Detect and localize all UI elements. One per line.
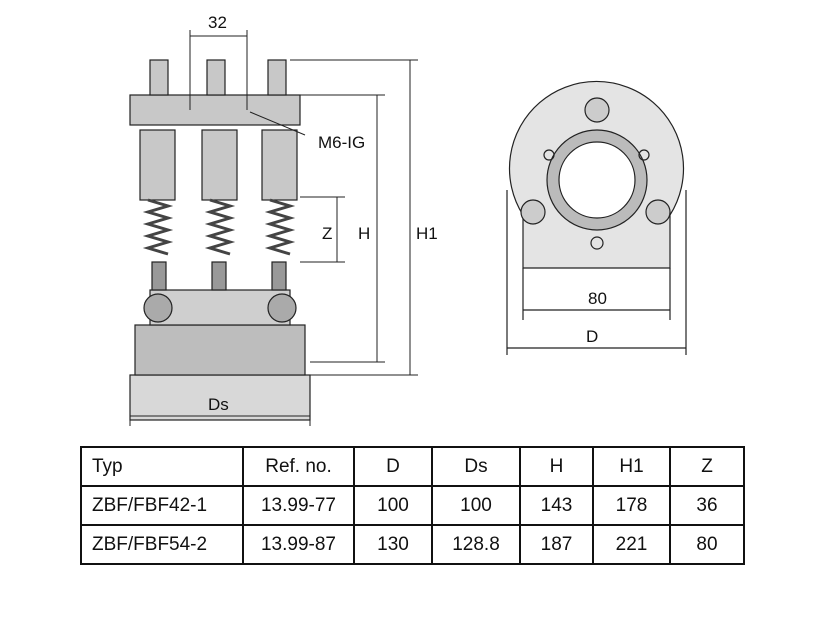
dimension-table: Typ Ref. no. D Ds H H1 Z ZBF/FBF42-1 13.… [80, 446, 745, 565]
cell-z: 36 [669, 485, 745, 526]
cell-typ: ZBF/FBF42-1 [80, 485, 244, 526]
cell-h1: 178 [592, 485, 671, 526]
table-row: ZBF/FBF54-2 13.99-87 130 128.8 187 221 8… [80, 524, 745, 565]
cell-h: 143 [519, 485, 594, 526]
cell-d: 100 [353, 485, 433, 526]
table-header-row: Typ Ref. no. D Ds H H1 Z [80, 446, 745, 487]
cell-d: 130 [353, 524, 433, 565]
cell-ds: 128.8 [431, 524, 521, 565]
thread-label: M6-IG [318, 133, 366, 152]
header-typ: Typ [80, 446, 244, 487]
table-row: ZBF/FBF42-1 13.99-77 100 100 143 178 36 [80, 485, 745, 526]
side-view [129, 59, 311, 421]
dim-h-label: H [358, 224, 371, 243]
dim-ds-label: Ds [208, 395, 229, 414]
cell-ds: 100 [431, 485, 521, 526]
dim-z-label: Z [322, 224, 333, 243]
cell-typ: ZBF/FBF54-2 [80, 524, 244, 565]
cell-h: 187 [519, 524, 594, 565]
top-view [506, 80, 687, 355]
technical-drawing [129, 30, 687, 426]
cell-z: 80 [669, 524, 745, 565]
dim-d-label: D [586, 327, 599, 346]
header-d: D [353, 446, 433, 487]
dimension-lines [129, 30, 418, 426]
dim-h1-label: H1 [416, 224, 438, 243]
dim-80-label: 80 [588, 289, 607, 308]
header-ds: Ds [431, 446, 521, 487]
header-h1: H1 [592, 446, 671, 487]
cell-h1: 221 [592, 524, 671, 565]
cell-ref-no: 13.99-87 [242, 524, 355, 565]
header-h: H [519, 446, 594, 487]
dim-32-label: 32 [208, 13, 227, 32]
cell-ref-no: 13.99-77 [242, 485, 355, 526]
header-z: Z [669, 446, 745, 487]
header-ref-no: Ref. no. [242, 446, 355, 487]
